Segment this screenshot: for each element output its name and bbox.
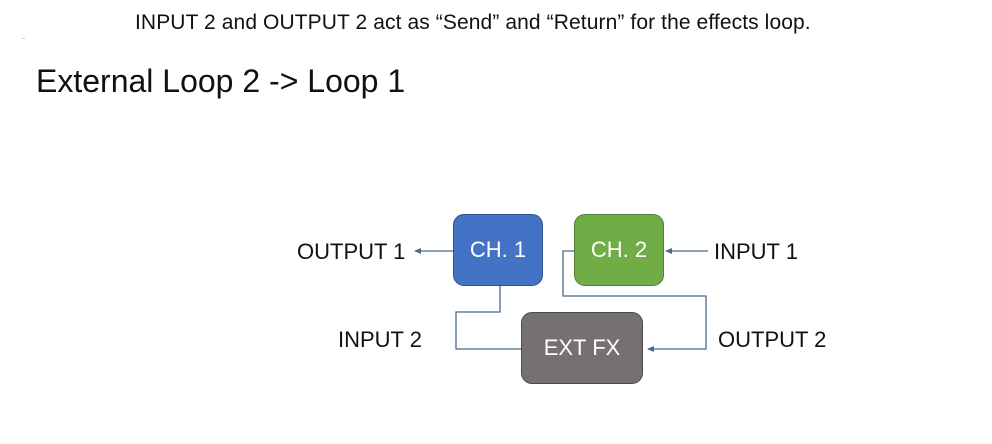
output-2-label: OUTPUT 2 [718, 327, 827, 352]
wire-ch2-to-output2 [562, 250, 707, 352]
external-fx-block: EXT FX [521, 312, 643, 384]
input-1-label: INPUT 1 [714, 239, 798, 264]
caption-text: INPUT 2 and OUTPUT 2 act as “Send” and “… [135, 11, 811, 34]
input-2-label: INPUT 2 [338, 327, 422, 352]
channel-2-block: CH. 2 [574, 214, 664, 286]
external-fx-label: EXT FX [543, 335, 621, 360]
channel-1-block: CH. 1 [453, 214, 543, 286]
output-1-label: OUTPUT 1 [297, 239, 406, 264]
wire-input2-to-ch1 [455, 286, 521, 350]
channel-2-label: CH. 2 [590, 237, 648, 262]
channel-1-label: CH. 1 [469, 237, 527, 262]
page-heading: External Loop 2 -> Loop 1 [36, 63, 406, 99]
stray-mark [22, 38, 25, 39]
